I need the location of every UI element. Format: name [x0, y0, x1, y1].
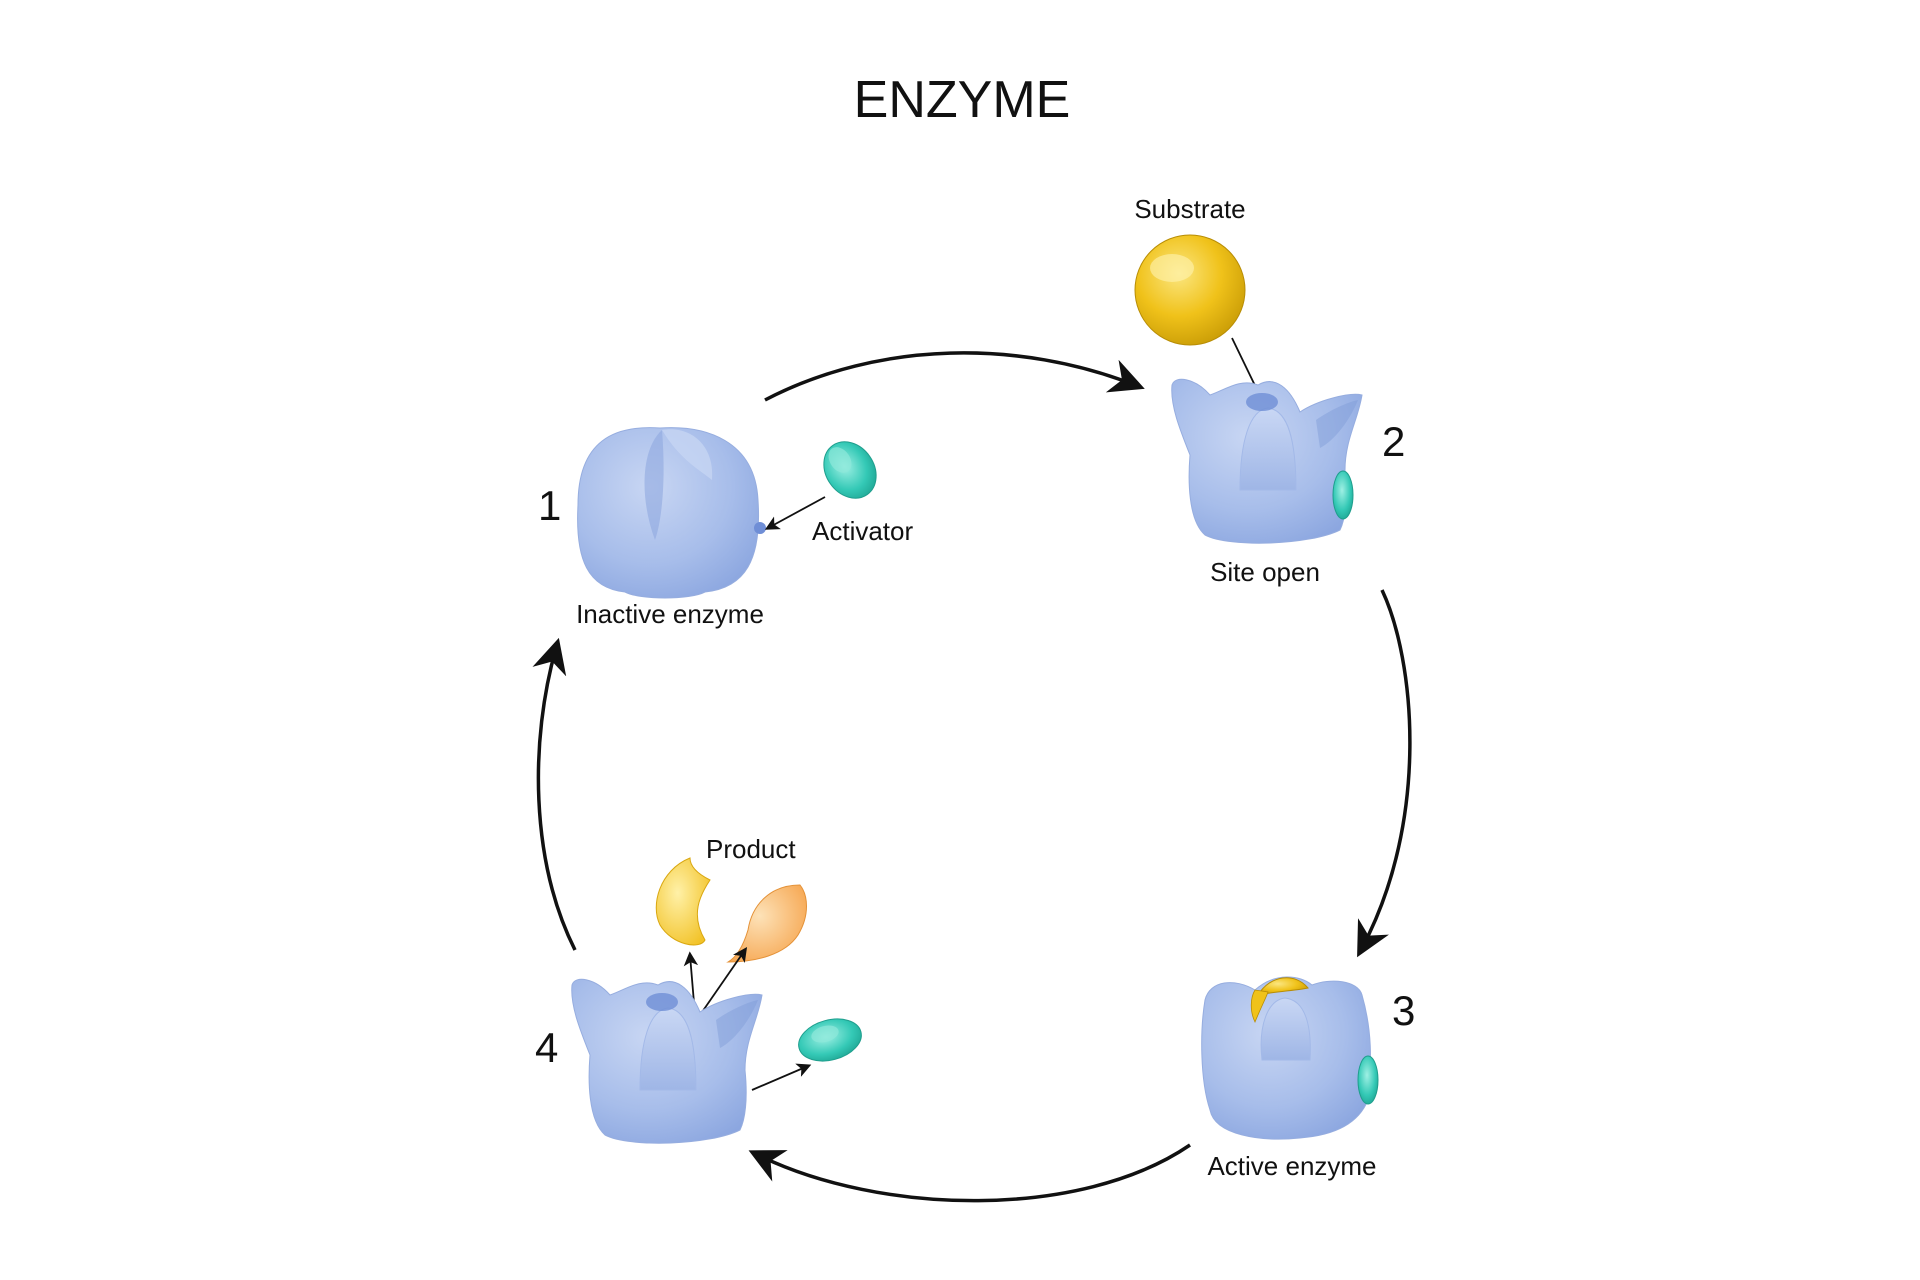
stage-number-4: 4	[535, 1024, 558, 1071]
cycle-arrow-1-to-2	[764, 351, 1145, 402]
substrate-molecule	[1134, 234, 1246, 346]
stage-caption-inactive: Inactive enzyme	[576, 599, 764, 629]
stage-caption-active: Active enzyme	[1207, 1151, 1376, 1181]
open-enzyme	[1171, 378, 1363, 544]
activator-released	[798, 1018, 862, 1062]
released-enzyme	[571, 978, 763, 1144]
activator-molecule-free	[823, 441, 877, 499]
product-piece-yellow	[655, 857, 711, 946]
stage-number-1: 1	[538, 482, 561, 529]
stage-caption-site-open: Site open	[1210, 557, 1320, 587]
activator-label: Activator	[812, 516, 913, 546]
inactive-enzyme	[577, 427, 766, 599]
cycle-arrow-4-to-1	[532, 637, 577, 951]
stage-number-2: 2	[1382, 418, 1405, 465]
activator-release-arrow	[751, 1063, 812, 1091]
cycle-arrow-2-to-3	[1357, 589, 1412, 958]
cycle-arrow-3-to-4	[748, 1143, 1191, 1203]
diagram-title: ENZYME	[854, 71, 1071, 129]
activator-pointer-arrow	[764, 496, 826, 530]
stage-number-3: 3	[1392, 987, 1415, 1034]
product-arrow-right	[699, 947, 748, 1016]
product-label: Product	[706, 834, 796, 864]
substrate-label: Substrate	[1134, 194, 1245, 224]
product-piece-orange	[726, 884, 807, 963]
active-enzyme	[1201, 976, 1379, 1140]
